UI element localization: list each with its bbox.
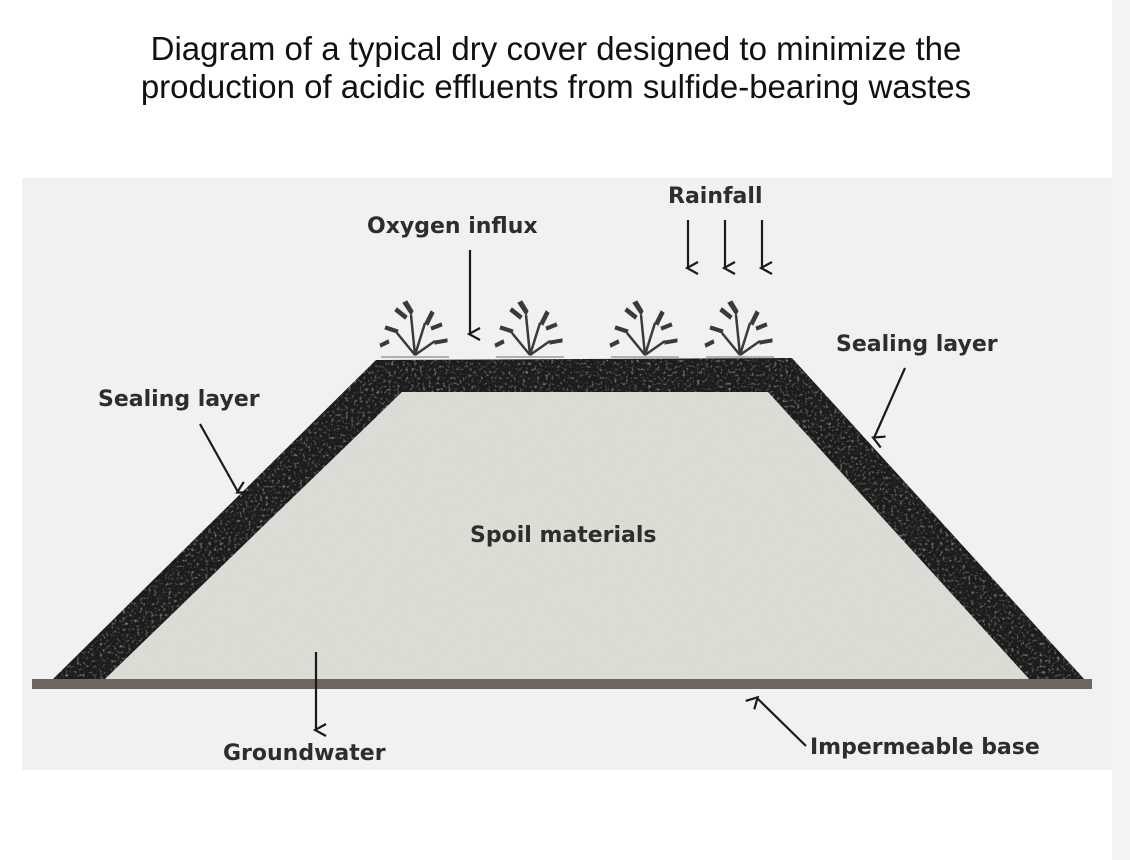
spoil-materials-label: Spoil materials — [470, 523, 657, 548]
rainfall-label: Rainfall — [668, 184, 763, 209]
page-scroll-strip — [1112, 0, 1130, 860]
oxygen-influx-label: Oxygen influx — [367, 214, 538, 239]
spoil-materials — [104, 392, 1030, 680]
sealing-layer-left-arrow — [199, 423, 238, 492]
diagram-title: Diagram of a typical dry cover designed … — [0, 30, 1112, 106]
impermeable-base-arrow — [757, 698, 807, 747]
plant-icon — [609, 300, 679, 358]
title-line-1: Diagram of a typical dry cover designed … — [150, 30, 962, 67]
impermeable-base — [32, 679, 1092, 689]
vegetation — [379, 300, 774, 358]
plant-icon — [379, 300, 449, 358]
plant-icon — [494, 300, 564, 358]
impermeable-base-label: Impermeable base — [810, 735, 1040, 760]
title-line-2: production of acidic effluents from sulf… — [140, 68, 972, 105]
sealing-layer-right-label: Sealing layer — [836, 332, 998, 357]
plant-icon — [704, 300, 774, 358]
arrows — [199, 220, 907, 747]
sealing-layer-right-arrow — [874, 367, 907, 438]
groundwater-label: Groundwater — [223, 741, 386, 766]
sealing-layer-left-label: Sealing layer — [98, 387, 260, 412]
